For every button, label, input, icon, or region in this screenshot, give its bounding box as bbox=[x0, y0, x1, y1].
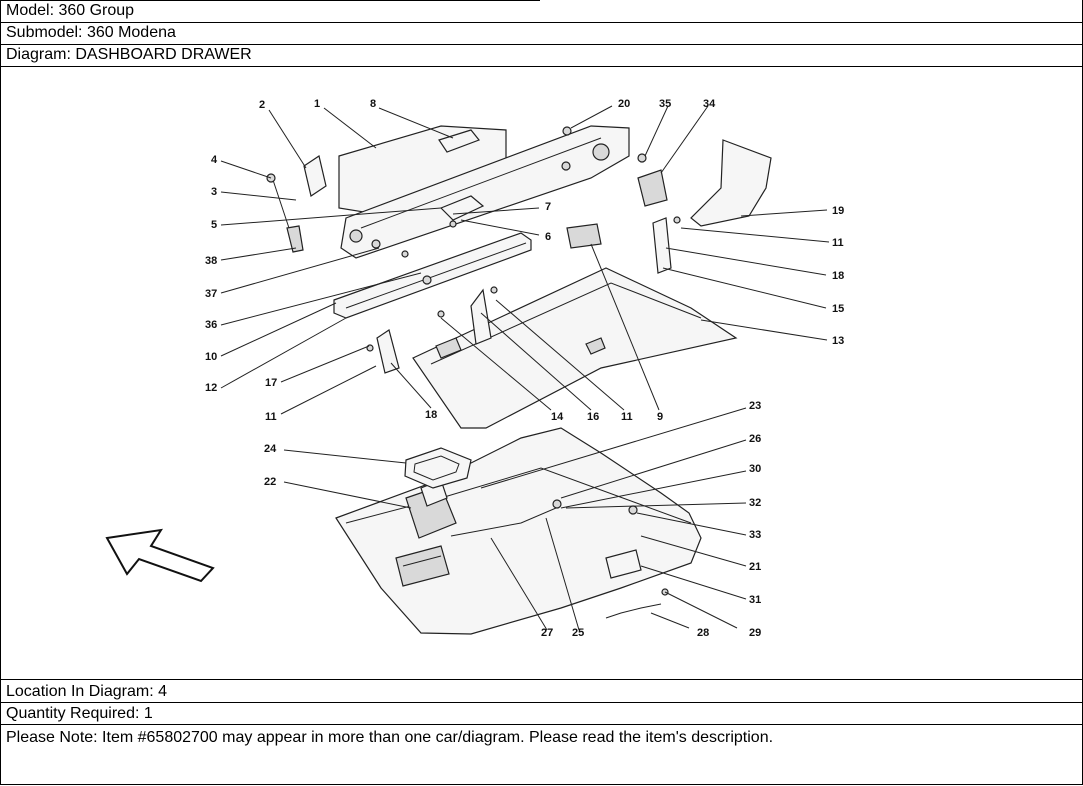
callout-11: 11 bbox=[832, 237, 844, 249]
exploded-parts-diagram: 1 2 3 4 5 6 7 8 9 10 11 12 13 14 15 16 1… bbox=[1, 68, 1082, 680]
callout-11-center: 11 bbox=[621, 411, 633, 423]
callout-35: 35 bbox=[659, 98, 671, 110]
callout-5: 5 bbox=[211, 219, 217, 231]
top-border bbox=[0, 0, 540, 1]
callout-30: 30 bbox=[749, 463, 761, 475]
callout-37: 37 bbox=[205, 288, 217, 300]
callout-10: 10 bbox=[205, 351, 217, 363]
callout-9: 9 bbox=[657, 411, 663, 423]
callout-19: 19 bbox=[832, 205, 844, 217]
submodel-label: Submodel: 360 Modena bbox=[1, 23, 1082, 45]
quantity-label: Quantity Required: 1 bbox=[1, 703, 1082, 725]
callout-13: 13 bbox=[832, 335, 844, 347]
location-label: Location In Diagram: 4 bbox=[1, 680, 1082, 703]
callout-24: 24 bbox=[264, 443, 277, 455]
callout-12: 12 bbox=[205, 382, 217, 394]
callout-17: 17 bbox=[265, 377, 277, 389]
callout-2: 2 bbox=[259, 99, 265, 111]
callout-33: 33 bbox=[749, 529, 761, 541]
callout-6: 6 bbox=[545, 231, 551, 243]
callout-36: 36 bbox=[205, 319, 217, 331]
callout-16: 16 bbox=[587, 411, 599, 423]
callout-34: 34 bbox=[703, 98, 716, 110]
callout-31: 31 bbox=[749, 594, 761, 606]
note-label: Please Note: Item #65802700 may appear i… bbox=[6, 729, 774, 746]
callout-38: 38 bbox=[205, 255, 217, 267]
callout-3: 3 bbox=[211, 186, 217, 198]
callout-29: 29 bbox=[749, 627, 761, 639]
callout-7: 7 bbox=[545, 201, 551, 213]
callout-18-left: 18 bbox=[425, 409, 437, 421]
callout-8: 8 bbox=[370, 98, 376, 110]
callout-28: 28 bbox=[697, 627, 709, 639]
callout-26: 26 bbox=[749, 433, 761, 445]
model-label: Model: 360 Group bbox=[1, 1, 1082, 23]
diagram-label: Diagram: DASHBOARD DRAWER bbox=[1, 45, 1082, 67]
callout-14: 14 bbox=[551, 411, 564, 423]
callout-20: 20 bbox=[618, 98, 630, 110]
arrow-icon bbox=[105, 528, 215, 583]
callout-1: 1 bbox=[314, 98, 320, 110]
callout-25: 25 bbox=[572, 627, 584, 639]
callout-32: 32 bbox=[749, 497, 761, 509]
callout-11-left: 11 bbox=[265, 411, 277, 423]
callout-27: 27 bbox=[541, 627, 553, 639]
callout-18: 18 bbox=[832, 270, 844, 282]
diagram-drawing: 1 2 3 4 5 6 7 8 9 10 11 12 13 14 15 16 1… bbox=[105, 98, 844, 639]
callout-15: 15 bbox=[832, 303, 844, 315]
callout-23: 23 bbox=[749, 400, 761, 412]
callout-4: 4 bbox=[211, 154, 218, 166]
callout-22: 22 bbox=[264, 476, 276, 488]
callout-21: 21 bbox=[749, 561, 761, 573]
